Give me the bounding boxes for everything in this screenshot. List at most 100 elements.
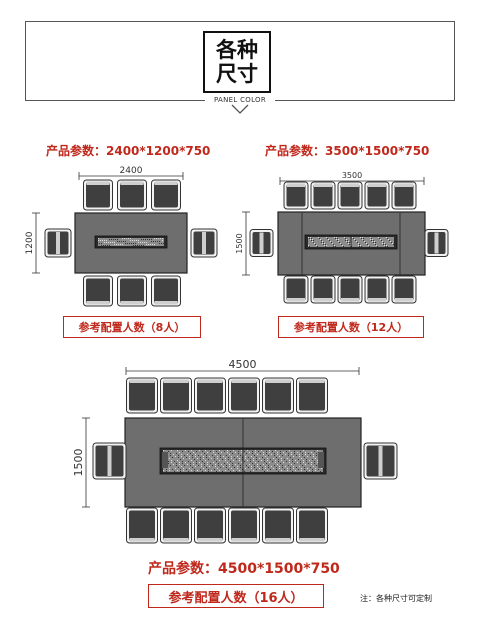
trough-texture	[152, 244, 153, 245]
trough-texture	[163, 450, 164, 451]
trough-texture	[310, 455, 311, 456]
chair-part	[299, 379, 325, 383]
trough-texture	[284, 469, 285, 470]
trough-texture	[204, 453, 205, 454]
trough-texture	[145, 239, 146, 240]
trough-texture	[137, 245, 138, 246]
trough-texture	[135, 243, 136, 244]
chair-part	[56, 232, 60, 254]
trough-texture	[197, 458, 198, 459]
trough-texture	[295, 470, 296, 471]
trough-texture	[267, 460, 268, 461]
trough-texture	[101, 245, 102, 246]
trough-texture	[282, 455, 283, 456]
trough-texture	[317, 462, 318, 463]
trough-texture	[301, 470, 302, 471]
trough-texture	[268, 467, 269, 468]
trough-texture	[339, 242, 340, 243]
trough-texture	[228, 469, 229, 470]
trough-texture	[189, 458, 190, 459]
trough-texture	[317, 450, 318, 451]
chair	[126, 507, 158, 544]
trough-texture	[150, 244, 151, 245]
trough-texture	[274, 455, 275, 456]
trough-texture	[251, 456, 252, 457]
trough-texture	[364, 241, 365, 242]
trough-texture	[232, 465, 233, 466]
trough-texture	[325, 246, 326, 247]
trough-texture	[209, 456, 210, 457]
trough-texture	[271, 466, 272, 467]
trough-texture	[217, 456, 218, 457]
trough-texture	[304, 457, 305, 458]
trough-texture	[245, 458, 246, 459]
trough-texture	[106, 242, 107, 243]
trough-texture	[288, 453, 289, 454]
trough-texture	[346, 241, 347, 242]
chair-part	[287, 183, 305, 187]
trough-texture	[125, 243, 126, 244]
chair	[228, 377, 260, 414]
chair-part	[340, 184, 360, 207]
trough-texture	[214, 459, 215, 460]
trough-texture	[203, 458, 204, 459]
trough-texture	[185, 462, 186, 463]
trough-texture	[262, 457, 263, 458]
trough-texture	[191, 470, 192, 471]
chair	[283, 275, 309, 304]
trough-texture	[175, 468, 176, 469]
trough-texture	[340, 243, 341, 244]
trough-texture	[332, 243, 333, 244]
trough-texture	[227, 450, 228, 451]
trough-texture	[148, 244, 149, 245]
trough-texture	[349, 244, 350, 245]
trough-texture	[390, 241, 391, 242]
trough-texture	[202, 471, 203, 472]
trough-texture	[296, 467, 297, 468]
trough-texture	[272, 451, 273, 452]
trough-texture	[233, 460, 234, 461]
chair	[310, 275, 336, 304]
trough-texture	[305, 454, 306, 455]
trough-texture	[237, 456, 238, 457]
trough-texture	[316, 465, 317, 466]
trough-texture	[304, 469, 305, 470]
trough-texture	[298, 469, 299, 470]
trough-texture	[231, 468, 232, 469]
trough-texture	[109, 239, 110, 240]
spec-table-1: 产品参数：2400*1200*750	[46, 144, 211, 158]
trough-texture	[256, 469, 257, 470]
trough-texture	[387, 246, 388, 247]
trough-texture	[155, 241, 156, 242]
title-box: 各种 尺寸	[203, 31, 271, 93]
trough-texture	[326, 237, 327, 238]
trough-texture	[192, 457, 193, 458]
trough-texture	[308, 453, 309, 454]
trough-texture	[388, 239, 389, 240]
trough-texture	[206, 455, 207, 456]
trough-texture	[257, 466, 258, 467]
chair	[364, 275, 390, 304]
trough-texture	[212, 465, 213, 466]
chair-part	[163, 379, 189, 383]
trough-texture	[181, 454, 182, 455]
trough-texture	[213, 450, 214, 451]
chair-part	[368, 183, 386, 187]
chair-part	[231, 510, 257, 541]
trough-texture	[306, 461, 307, 462]
trough-texture	[234, 457, 235, 458]
trough-texture	[313, 240, 314, 241]
trough-texture	[201, 466, 202, 467]
trough-texture	[303, 450, 304, 451]
chair-part	[286, 278, 306, 301]
trough-texture	[217, 458, 218, 459]
chair-part	[231, 380, 257, 411]
trough-texture	[184, 455, 185, 456]
trough-texture	[268, 455, 269, 456]
trough-texture	[244, 461, 245, 462]
trough-texture	[272, 461, 273, 462]
trough-texture	[266, 453, 267, 454]
trough-texture	[178, 455, 179, 456]
trough-texture	[290, 469, 291, 470]
chair	[249, 229, 274, 257]
